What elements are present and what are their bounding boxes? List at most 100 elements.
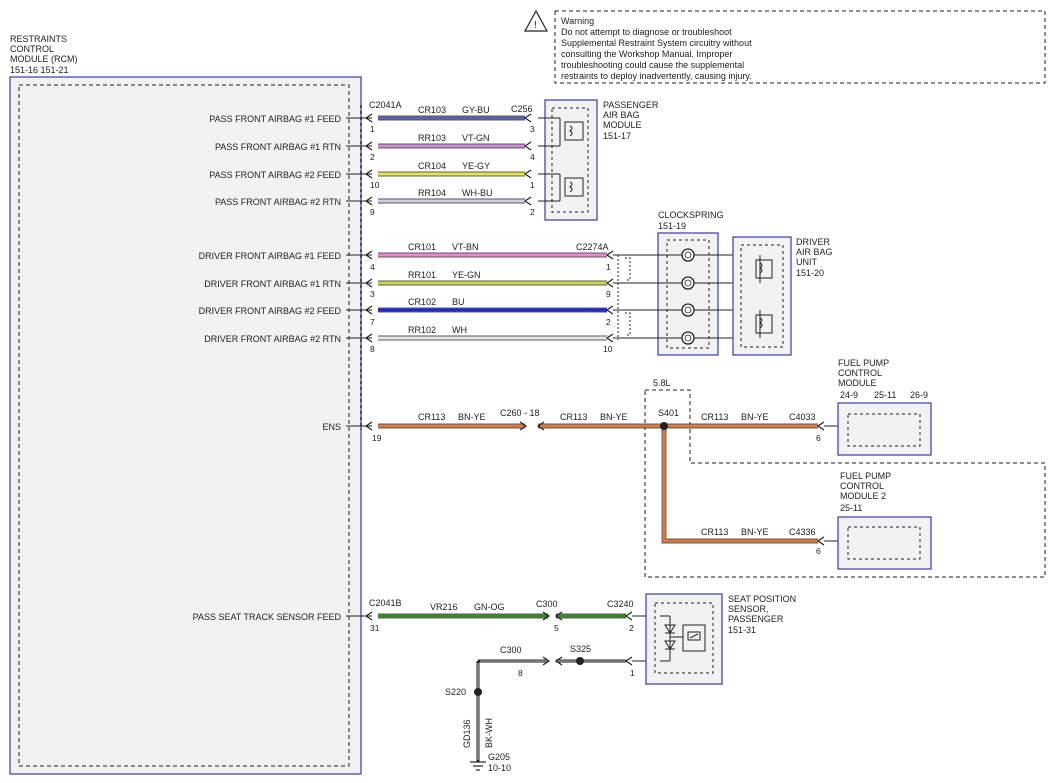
circuit-label: CR113 xyxy=(701,527,728,537)
ground-label: G205 xyxy=(488,752,510,762)
circuit-label: CR103 xyxy=(418,105,446,115)
hall-sensor-icon xyxy=(682,624,706,652)
connector-c300: C300 xyxy=(536,599,558,609)
ens-circuit: 5.8L S401 CR113 BN-YE C260 - 18 CR113 BN… xyxy=(364,378,1046,578)
splice-s401 xyxy=(660,422,668,430)
circuit-label: CR104 xyxy=(418,161,446,171)
clockspring: CLOCKSPRING 151-19 xyxy=(613,210,760,356)
connector-c3240: C3240 xyxy=(607,599,634,609)
module-name: CONTROL xyxy=(838,368,882,378)
color-label: BN-YE xyxy=(458,412,486,422)
clockspring-terminal xyxy=(681,331,695,345)
pin-number: 31 xyxy=(370,623,380,633)
circuit-label: VR216 xyxy=(430,602,458,612)
wire-cr113 xyxy=(662,426,818,543)
module-name: UNIT xyxy=(796,257,817,267)
connector-c4336: C4336 xyxy=(789,527,816,537)
clockspring-terminal xyxy=(681,303,695,317)
pin-label: DRIVER FRONT AIRBAG #2 FEED xyxy=(199,306,342,316)
pin-number: 9 xyxy=(606,289,611,299)
module-name: AIR BAG xyxy=(603,110,640,120)
module-name: MODULE xyxy=(838,378,877,388)
module-name: PASSENGER xyxy=(603,100,659,110)
pin-number: 1 xyxy=(530,180,535,190)
driver-airbag-unit: DRIVER AIR BAG UNIT 151-20 xyxy=(732,236,833,356)
circuit-label: CR113 xyxy=(701,412,728,422)
pin-number: 1 xyxy=(606,262,611,272)
color-label: BN-YE xyxy=(600,412,628,422)
module-ref: 151-19 xyxy=(658,221,686,231)
pin-ticks xyxy=(346,117,372,617)
clockspring-terminal xyxy=(681,248,695,262)
fuel-pump-module-1: FUEL PUMP CONTROL MODULE 24-9 25-11 26-9 xyxy=(837,358,932,456)
module-ref: 26-9 xyxy=(910,390,928,400)
pin-number: 8 xyxy=(370,344,375,354)
circuit-label: RR104 xyxy=(418,188,446,198)
color-label: YE-GN xyxy=(452,270,481,280)
module-ref: 151-31 xyxy=(728,625,756,635)
pin-label: DRIVER FRONT AIRBAG #2 RTN xyxy=(204,334,341,344)
color-label: VT-GN xyxy=(462,133,490,143)
splice-s220 xyxy=(474,688,482,696)
squib-icon xyxy=(564,121,584,141)
connector-c2041b: C2041B xyxy=(369,598,402,608)
passenger-wires: CR103 GY-BU RR103 VT-GN CR104 YE-GY RR10… xyxy=(364,105,535,217)
rcm-module: RESTRAINTS CONTROL MODULE (RCM) 151-16 1… xyxy=(9,34,362,775)
color-label: VT-BN xyxy=(452,242,479,252)
pin-label: PASS SEAT TRACK SENSOR FEED xyxy=(193,612,342,622)
pin-number: 2 xyxy=(530,207,535,217)
pin-number: 2 xyxy=(606,317,611,327)
squib-icon xyxy=(755,314,773,334)
warning-line: Warning xyxy=(561,16,594,26)
warning-line: restraints to deploy inadvertently, caus… xyxy=(561,71,752,81)
warning-notice: ! Warning Do not attempt to diagnose or … xyxy=(523,9,1046,84)
circuit-label: CR113 xyxy=(418,412,445,422)
circuit-label: RR101 xyxy=(408,270,436,280)
module-ref: 25-11 xyxy=(874,390,896,400)
circuit-label: CR101 xyxy=(408,242,436,252)
splice-label: S220 xyxy=(445,687,466,697)
rcm-title: RESTRAINTS xyxy=(10,34,67,44)
rcm-refs: 151-16 151-21 xyxy=(10,65,69,75)
warning-line: Supplemental Restraint System circuitry … xyxy=(561,38,752,48)
pin-label: ENS xyxy=(322,422,341,432)
ground-icon xyxy=(470,761,486,771)
color-label: YE-GY xyxy=(462,161,490,171)
pin-number: 5 xyxy=(554,623,559,633)
pin-label: PASS FRONT AIRBAG #1 FEED xyxy=(209,114,341,124)
pin-number: 6 xyxy=(816,433,821,443)
module-name: FUEL PUMP xyxy=(840,471,891,481)
module-ref: 24-9 xyxy=(840,390,858,400)
color-label: GN-OG xyxy=(474,602,505,612)
passenger-airbag-module: PASSENGER AIR BAG MODULE 151-17 xyxy=(538,99,659,221)
pin-number: 1 xyxy=(370,124,375,134)
pin-label: DRIVER FRONT AIRBAG #1 FEED xyxy=(199,251,342,261)
module-name: SEAT POSITION xyxy=(728,594,796,604)
color-label: WH xyxy=(452,325,467,335)
module-name: MODULE 2 xyxy=(840,491,886,501)
pin-number: 2 xyxy=(370,152,375,162)
pin-label: PASS FRONT AIRBAG #2 FEED xyxy=(209,170,341,180)
seat-sensor-circuit: C2041B VR216 GN-OG C300 C3240 31 5 2 S32… xyxy=(364,598,660,773)
warning-icon-mark: ! xyxy=(534,20,537,31)
pin-number: 9 xyxy=(370,207,375,217)
pin-number: 10 xyxy=(370,180,380,190)
module-name: SENSOR, xyxy=(728,604,769,614)
ground-ref: 10-10 xyxy=(488,763,511,773)
circuit-label: RR103 xyxy=(418,133,446,143)
circuit-label: GD136 xyxy=(462,719,472,748)
module-name: CLOCKSPRING xyxy=(658,210,724,220)
module-ref: 151-20 xyxy=(796,268,824,278)
connector-c2274a: C2274A xyxy=(576,242,609,252)
connector-c300: C300 xyxy=(500,645,522,655)
module-name: CONTROL xyxy=(840,481,884,491)
connector-c4033: C4033 xyxy=(789,412,816,422)
circuit-label: CR102 xyxy=(408,297,436,307)
warning-line: Do not attempt to diagnose or troublesho… xyxy=(561,27,732,37)
connector-c256: C256 xyxy=(511,104,533,114)
seat-position-sensor: SEAT POSITION SENSOR, PASSENGER 151-31 xyxy=(645,593,796,685)
color-label: BN-YE xyxy=(741,412,769,422)
module-ref: 25-11 xyxy=(840,503,862,513)
engine-variant: 5.8L xyxy=(653,378,671,388)
